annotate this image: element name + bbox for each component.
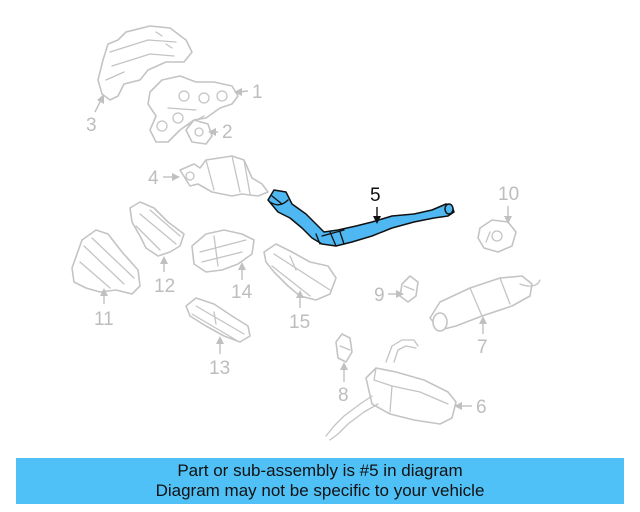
callout-4-label: 4 bbox=[148, 168, 159, 189]
part-4-catalytic-converter[interactable] bbox=[179, 155, 269, 197]
callout-10-label: 10 bbox=[498, 184, 519, 205]
part-12-heat-shield[interactable] bbox=[129, 201, 185, 257]
callout-3-label: 3 bbox=[86, 115, 97, 136]
callout-12: 12 bbox=[154, 256, 175, 297]
part-15-heat-shield[interactable] bbox=[263, 243, 337, 301]
part-6-resonator[interactable] bbox=[325, 339, 457, 441]
part-14-heat-shield[interactable] bbox=[191, 229, 255, 273]
callout-11: 11 bbox=[94, 288, 114, 330]
part-5-exhaust-pipe[interactable] bbox=[267, 189, 455, 247]
callout-1-label: 1 bbox=[252, 82, 263, 103]
callout-4: 4 bbox=[148, 168, 180, 189]
callout-5: 5 bbox=[370, 185, 381, 224]
part-11-heat-shield[interactable] bbox=[71, 229, 141, 295]
part-8-hanger[interactable] bbox=[335, 333, 353, 363]
callout-1: 1 bbox=[234, 82, 263, 103]
callout-11-label: 11 bbox=[94, 309, 114, 330]
callout-14: 14 bbox=[231, 262, 253, 303]
info-banner: Part or sub-assembly is #5 in diagram Di… bbox=[16, 458, 624, 504]
callout-2-label: 2 bbox=[222, 122, 233, 143]
callout-15: 15 bbox=[289, 290, 310, 333]
callout-6: 6 bbox=[454, 397, 487, 418]
callout-13-label: 13 bbox=[209, 358, 230, 379]
part-13-heat-shield[interactable] bbox=[185, 297, 251, 343]
callout-13: 13 bbox=[209, 336, 230, 379]
callout-9-label: 9 bbox=[374, 285, 385, 306]
callout-10: 10 bbox=[498, 184, 519, 224]
callout-7: 7 bbox=[477, 316, 488, 358]
callout-14-label: 14 bbox=[231, 282, 253, 303]
part-10-hanger-bracket[interactable] bbox=[477, 219, 517, 253]
part-1-exhaust-manifold[interactable] bbox=[147, 75, 239, 143]
part-2-gasket[interactable] bbox=[185, 119, 213, 145]
callout-9: 9 bbox=[374, 285, 404, 306]
callout-6-label: 6 bbox=[476, 397, 487, 418]
callout-8: 8 bbox=[338, 362, 349, 406]
callout-12-label: 12 bbox=[154, 276, 175, 297]
callout-3: 3 bbox=[86, 94, 104, 136]
callout-8-label: 8 bbox=[338, 385, 349, 406]
callout-7-label: 7 bbox=[477, 337, 488, 358]
callout-15-label: 15 bbox=[289, 312, 310, 333]
banner-line-2: Diagram may not be specific to your vehi… bbox=[155, 481, 485, 500]
part-7-muffler[interactable] bbox=[429, 275, 541, 332]
banner-line-1: Part or sub-assembly is #5 in diagram bbox=[177, 461, 463, 480]
part-9-clamp[interactable] bbox=[399, 275, 419, 303]
callout-5-label: 5 bbox=[370, 185, 381, 206]
callout-2: 2 bbox=[208, 122, 233, 143]
part-3-heat-shield[interactable] bbox=[97, 25, 193, 101]
